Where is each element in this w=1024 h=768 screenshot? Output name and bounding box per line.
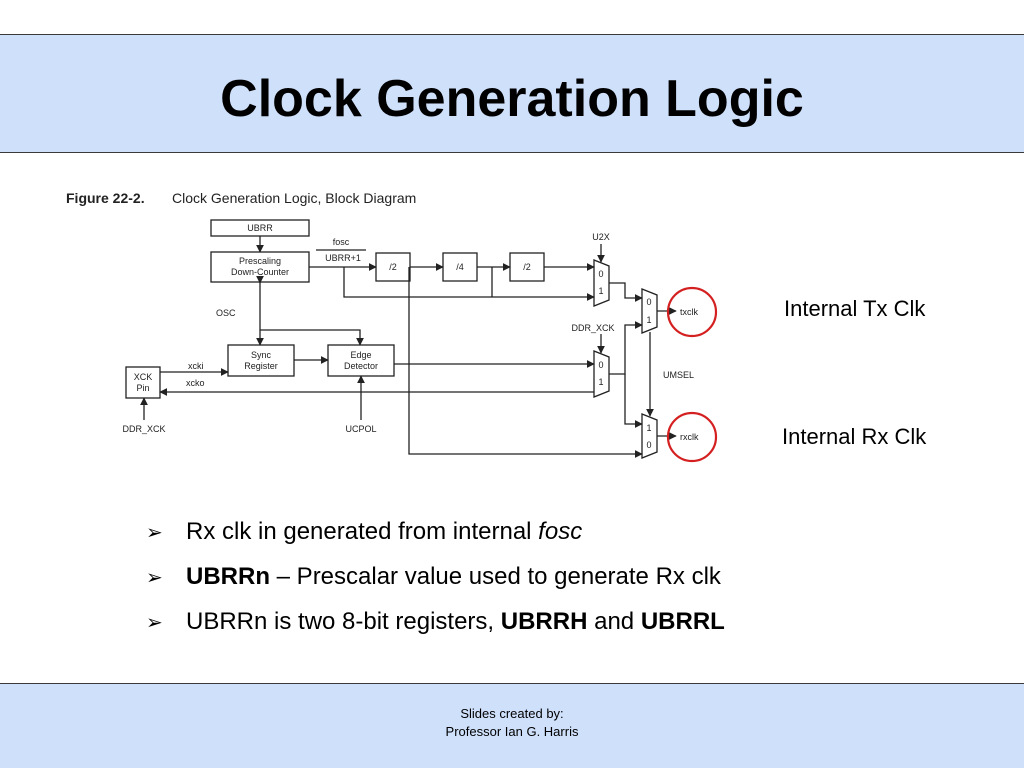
block-prescaler-label-2: Down-Counter xyxy=(231,267,289,277)
figure-caption-text: Clock Generation Logic, Block Diagram xyxy=(172,190,416,206)
bullet-text: Rx clk in generated from internal xyxy=(186,518,539,545)
bullet-italic-text: fosc xyxy=(538,518,583,545)
footer-credit-line-1: Slides created by: xyxy=(460,706,564,721)
signal-u2x: U2X xyxy=(592,232,610,242)
block-edge-label-2: Detector xyxy=(344,361,378,371)
signal-xcki: xcki xyxy=(188,361,204,371)
bullet-item: ➢ Rx clk in generated from internal fosc xyxy=(146,512,725,557)
bullet-item: ➢ UBRRn is two 8-bit registers, UBRRH and… xyxy=(146,602,725,647)
signal-ubrr-plus1: UBRR+1 xyxy=(325,253,361,263)
mux-tx xyxy=(641,288,658,334)
signal-txclk: txclk xyxy=(680,307,699,317)
bullet-bold-text: UBRRH xyxy=(500,608,588,635)
block-div4-label: /4 xyxy=(456,262,464,272)
signal-xcko: xcko xyxy=(186,378,205,388)
figure-caption-number: Figure 22-2. xyxy=(66,190,145,206)
mux-rx xyxy=(641,413,658,459)
signal-fosc: fosc xyxy=(333,237,350,247)
bullet-bold-text: UBRRL xyxy=(640,608,725,635)
divide-by-2-block-a xyxy=(375,252,411,282)
bullet-text: – Prescalar value used to generate Rx cl… xyxy=(270,563,721,590)
rx-clock-highlight-circle xyxy=(666,411,718,463)
signal-rxclk: rxclk xyxy=(680,432,699,442)
block-div2a-label: /2 xyxy=(389,262,397,272)
block-xck-label-2: Pin xyxy=(136,383,149,393)
tx-clock-highlight-circle xyxy=(666,286,718,338)
block-sync-label-2: Register xyxy=(244,361,278,371)
footer-band xyxy=(0,683,1024,768)
edge-detector-block xyxy=(327,344,395,377)
block-ubrr-label: UBRR xyxy=(247,223,273,233)
signal-ucpol: UCPOL xyxy=(345,424,376,434)
block-xck-label-1: XCK xyxy=(134,372,153,382)
block-div2b-label: /2 xyxy=(523,262,531,272)
block-edge-label-1: Edge xyxy=(350,350,371,360)
mux2-input-top: 0 xyxy=(646,297,651,307)
mux1-input-bottom: 1 xyxy=(598,286,603,296)
slide-title: Clock Generation Logic xyxy=(220,70,804,128)
mux3-input-top: 0 xyxy=(598,360,603,370)
mux2-input-bottom: 1 xyxy=(646,315,651,325)
bullet-arrow-icon: ➢ xyxy=(146,567,163,589)
footer-credit-line-2: Professor Ian G. Harris xyxy=(445,724,579,739)
mux4-input-top: 1 xyxy=(646,423,651,433)
sync-register-block xyxy=(227,344,295,377)
clock-generation-block-diagram: Figure 22-2. Clock Generation Logic, Blo… xyxy=(66,190,718,463)
bullet-arrow-icon: ➢ xyxy=(146,612,163,634)
block-sync-label-1: Sync xyxy=(251,350,272,360)
mux1-input-top: 0 xyxy=(598,269,603,279)
bullet-bold-text: UBRRn xyxy=(186,563,270,590)
signal-ddr-xck-mid: DDR_XCK xyxy=(571,323,614,333)
mux4-input-bottom: 0 xyxy=(646,440,651,450)
divide-by-4-block xyxy=(442,252,478,282)
signal-osc: OSC xyxy=(216,308,236,318)
block-prescaler-label-1: Prescaling xyxy=(239,256,281,266)
bullet-list: ➢Rx clk in generated from internal fosc … xyxy=(146,512,725,647)
xck-pin-block xyxy=(125,366,161,399)
internal-rx-clock-label: Internal Rx Clk xyxy=(782,424,927,449)
internal-tx-clock-label: Internal Tx Clk xyxy=(784,296,926,321)
mux3-input-bottom: 1 xyxy=(598,377,603,387)
mux-u2x xyxy=(593,259,610,307)
mux-xck xyxy=(593,350,610,398)
bullet-text: UBRRn is two 8-bit registers, xyxy=(186,608,501,635)
signal-umsel: UMSEL xyxy=(663,370,694,380)
bullet-text: and xyxy=(587,608,641,635)
bullet-item: ➢ UBRRn – Prescalar value used to generat… xyxy=(146,557,725,602)
title-band xyxy=(0,34,1024,153)
bullet-arrow-icon: ➢ xyxy=(146,522,163,544)
signal-ddr-xck-bottom: DDR_XCK xyxy=(122,424,165,434)
